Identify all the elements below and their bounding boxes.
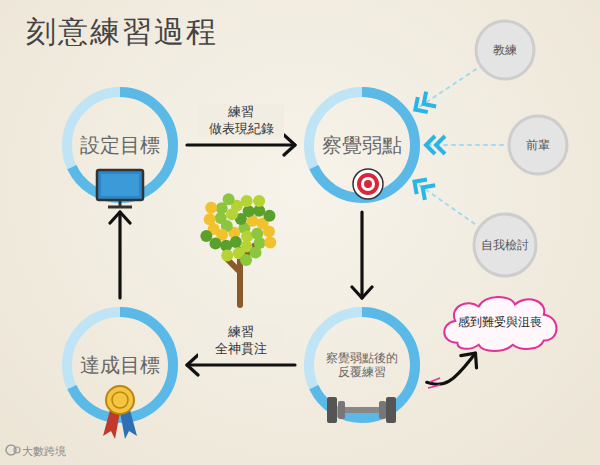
node-text: 察覺弱點後的反覆練習 [321, 351, 404, 380]
arrow-connector [360, 212, 363, 298]
source-circle: 前輩 [507, 114, 569, 176]
diagram-title: 刻意練習過程 [26, 12, 218, 53]
leaf-dot [263, 226, 275, 238]
tree-illustration [200, 193, 276, 305]
node-text: 感到難受與沮喪 [458, 315, 542, 329]
node-text: 前輩 [526, 138, 550, 152]
node-text: 教練 [493, 43, 517, 57]
step-ring: 察覺弱點後的反覆練習 [303, 306, 421, 424]
feeling-cloud: 感到難受與沮喪 [436, 291, 564, 353]
leaf-dot [250, 246, 262, 258]
node-text: 自我檢討 [481, 238, 529, 252]
source-circle: 自我檢討 [472, 212, 539, 279]
leaf-dot [240, 254, 252, 266]
leaf-dot [243, 205, 255, 217]
source-circle: 教練 [474, 19, 536, 81]
edge-label: 練習 全神貫注 [198, 324, 284, 358]
chevron-connector [415, 182, 474, 223]
chevron-connector [427, 144, 503, 146]
node-text: 設定目標 [80, 133, 160, 157]
watermark-logo [6, 445, 20, 455]
leaf-dot [223, 193, 235, 205]
tree-canopy [200, 193, 276, 266]
leaf-dot [200, 230, 212, 242]
arrow-connector [187, 363, 295, 366]
leaf-dot [204, 213, 216, 225]
arrow-connector [187, 143, 295, 146]
pink-scribble [428, 378, 440, 388]
arrow-connector [118, 212, 121, 298]
leaf-dot [263, 210, 275, 222]
leaf-dot [205, 202, 217, 214]
chevron-connector [416, 69, 476, 109]
leaf-dot [221, 250, 233, 262]
node-text: 達成目標 [80, 353, 160, 377]
watermark: 大數跨境 [22, 444, 66, 459]
leaf-dot [264, 236, 276, 248]
target-icon [353, 169, 383, 199]
edge-label: 練習 做表現紀錄 [198, 104, 284, 138]
medal-icon [103, 386, 137, 439]
leaf-dot [241, 195, 253, 207]
leaf-dot [253, 195, 265, 207]
monitor-icon [97, 170, 143, 207]
node-text: 察覺弱點 [322, 133, 402, 157]
dumbbell-icon [327, 397, 396, 423]
